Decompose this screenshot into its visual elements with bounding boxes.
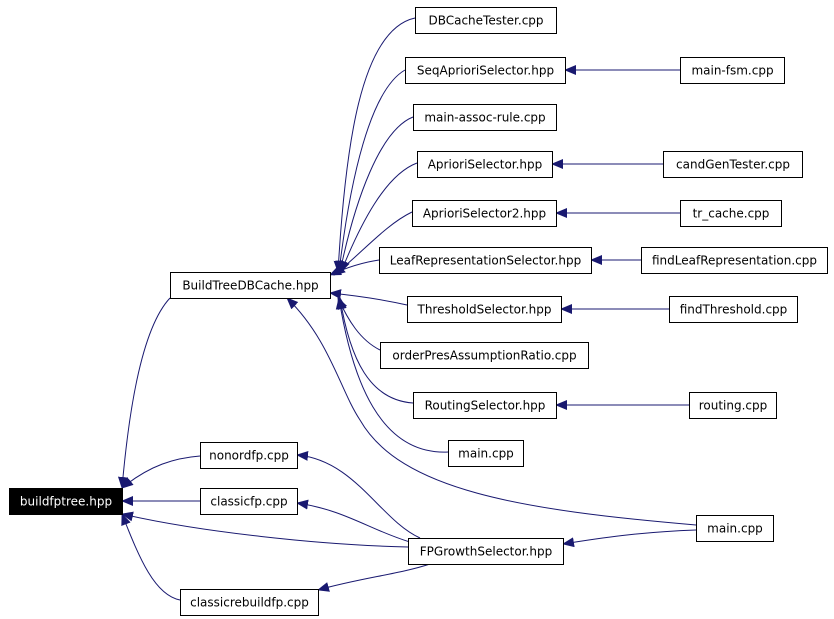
edge-aprioriselector-to-buildtreedbcache [340, 162, 418, 273]
edge-fpgrowthselector-to-buildfptree [121, 511, 409, 548]
node-label: ThresholdSelector.hpp [417, 303, 552, 317]
node-aprioriselector[interactable]: AprioriSelector.hpp [417, 151, 553, 178]
node-box [413, 392, 557, 419]
edge-thresholdselector-to-buildtreedbcache [329, 289, 408, 306]
node-orderpres[interactable]: orderPresAssumptionRatio.cpp [380, 342, 589, 369]
node-label: AprioriSelector2.hpp [423, 207, 546, 221]
node-routing[interactable]: routing.cpp [689, 392, 777, 419]
node-box [379, 247, 592, 274]
node-box [380, 342, 589, 369]
edge-aprioriselector2-to-buildtreedbcache [333, 211, 413, 276]
node-box [408, 538, 564, 565]
node-label: nonordfp.cpp [209, 449, 289, 463]
node-label: orderPresAssumptionRatio.cpp [392, 349, 576, 363]
node-label: main.cpp [707, 522, 763, 536]
node-label: LeafRepresentationSelector.hpp [390, 254, 581, 268]
node-thresholdselector[interactable]: ThresholdSelector.hpp [407, 296, 562, 323]
node-leafrepselector[interactable]: LeafRepresentationSelector.hpp [379, 247, 592, 274]
edges-layer [117, 17, 697, 601]
edge-seqaprioriselector-to-buildtreedbcache [335, 69, 406, 273]
node-label: FPGrowthSelector.hpp [420, 545, 552, 559]
edge-routingselector-to-buildtreedbcache [336, 297, 414, 404]
node-box [180, 589, 319, 616]
node-label: main-fsm.cpp [691, 64, 773, 78]
node-buildtreedbcache[interactable]: BuildTreeDBCache.hpp [170, 272, 331, 299]
node-box [405, 57, 566, 84]
node-box [200, 488, 298, 515]
node-label: DBCacheTester.cpp [428, 14, 543, 28]
node-box [412, 200, 557, 227]
node-label: classicrebuildfp.cpp [190, 596, 309, 610]
node-box [170, 272, 331, 299]
node-box [413, 104, 557, 131]
node-aprioriselector2[interactable]: AprioriSelector2.hpp [412, 200, 557, 227]
node-label: findThreshold.cpp [680, 303, 788, 317]
node-classicrebuildfp[interactable]: classicrebuildfp.cpp [180, 589, 319, 616]
node-box [415, 7, 557, 34]
edge-fpgrowthselector-to-nonordfp [296, 450, 421, 539]
node-box [448, 440, 524, 467]
node-candgentester[interactable]: candGenTester.cpp [663, 151, 803, 178]
node-box [641, 247, 828, 274]
node-box [200, 442, 298, 469]
edge-fpgrowthselector-to-classicrebuildfp [317, 563, 431, 592]
edge-main-cpp-mid-to-buildtreedbcache [335, 297, 449, 453]
node-box [663, 151, 803, 178]
node-findthreshold[interactable]: findThreshold.cpp [669, 296, 798, 323]
node-label: RoutingSelector.hpp [425, 399, 546, 413]
node-label: findLeafRepresentation.cpp [652, 254, 817, 268]
node-label: main-assoc-rule.cpp [424, 111, 545, 125]
edge-fpgrowthselector-to-classicfp [296, 499, 411, 543]
edge-dbcachetester-to-buildtreedbcache [333, 17, 416, 273]
node-findleafrep[interactable]: findLeafRepresentation.cpp [641, 247, 828, 274]
node-tr-cache[interactable]: tr_cache.cpp [680, 200, 782, 227]
edge-leafrepselector-to-buildtreedbcache [329, 259, 380, 276]
node-main-cpp-mid[interactable]: main.cpp [448, 440, 524, 467]
node-label: candGenTester.cpp [676, 158, 790, 172]
node-box [669, 296, 798, 323]
node-label: buildfptree.hpp [20, 495, 112, 509]
node-nonordfp[interactable]: nonordfp.cpp [200, 442, 298, 469]
node-main-assoc-rule[interactable]: main-assoc-rule.cpp [413, 104, 557, 131]
node-main-cpp-right[interactable]: main.cpp [696, 515, 774, 542]
node-label: BuildTreeDBCache.hpp [182, 279, 318, 293]
edge-main-cpp-right-to-buildtreedbcache [286, 297, 697, 526]
node-box [417, 151, 553, 178]
node-box [689, 392, 777, 419]
node-routingselector[interactable]: RoutingSelector.hpp [413, 392, 557, 419]
node-label: routing.cpp [699, 399, 768, 413]
node-label: tr_cache.cpp [693, 207, 770, 221]
nodes-layer: buildfptree.hpp BuildTreeDBCache.hpp nonor… [9, 7, 828, 616]
node-main-fsm[interactable]: main-fsm.cpp [680, 57, 785, 84]
node-dbcachetester[interactable]: DBCacheTester.cpp [415, 7, 557, 34]
node-label: classicfp.cpp [210, 495, 287, 509]
node-box [9, 488, 123, 515]
node-buildfptree[interactable]: buildfptree.hpp [9, 488, 123, 515]
node-box [696, 515, 774, 542]
edge-main-assoc-rule-to-buildtreedbcache [337, 116, 414, 273]
node-label: SeqAprioriSelector.hpp [417, 64, 554, 78]
edge-classicrebuildfp-to-buildfptree [121, 513, 181, 601]
node-label: main.cpp [458, 447, 514, 461]
node-box [680, 200, 782, 227]
node-label: AprioriSelector.hpp [428, 158, 543, 172]
edge-nonordfp-to-buildfptree [121, 455, 201, 489]
node-seqaprioriselector[interactable]: SeqAprioriSelector.hpp [405, 57, 566, 84]
edge-buildtreedbcache-to-buildfptree [117, 297, 171, 489]
node-box [407, 296, 562, 323]
node-classicfp[interactable]: classicfp.cpp [200, 488, 298, 515]
node-fpgrowthselector[interactable]: FPGrowthSelector.hpp [408, 538, 564, 565]
node-box [680, 57, 785, 84]
edge-orderpres-to-buildtreedbcache [337, 297, 381, 351]
edge-main-cpp-right-to-fpgrowthselector [562, 529, 697, 548]
